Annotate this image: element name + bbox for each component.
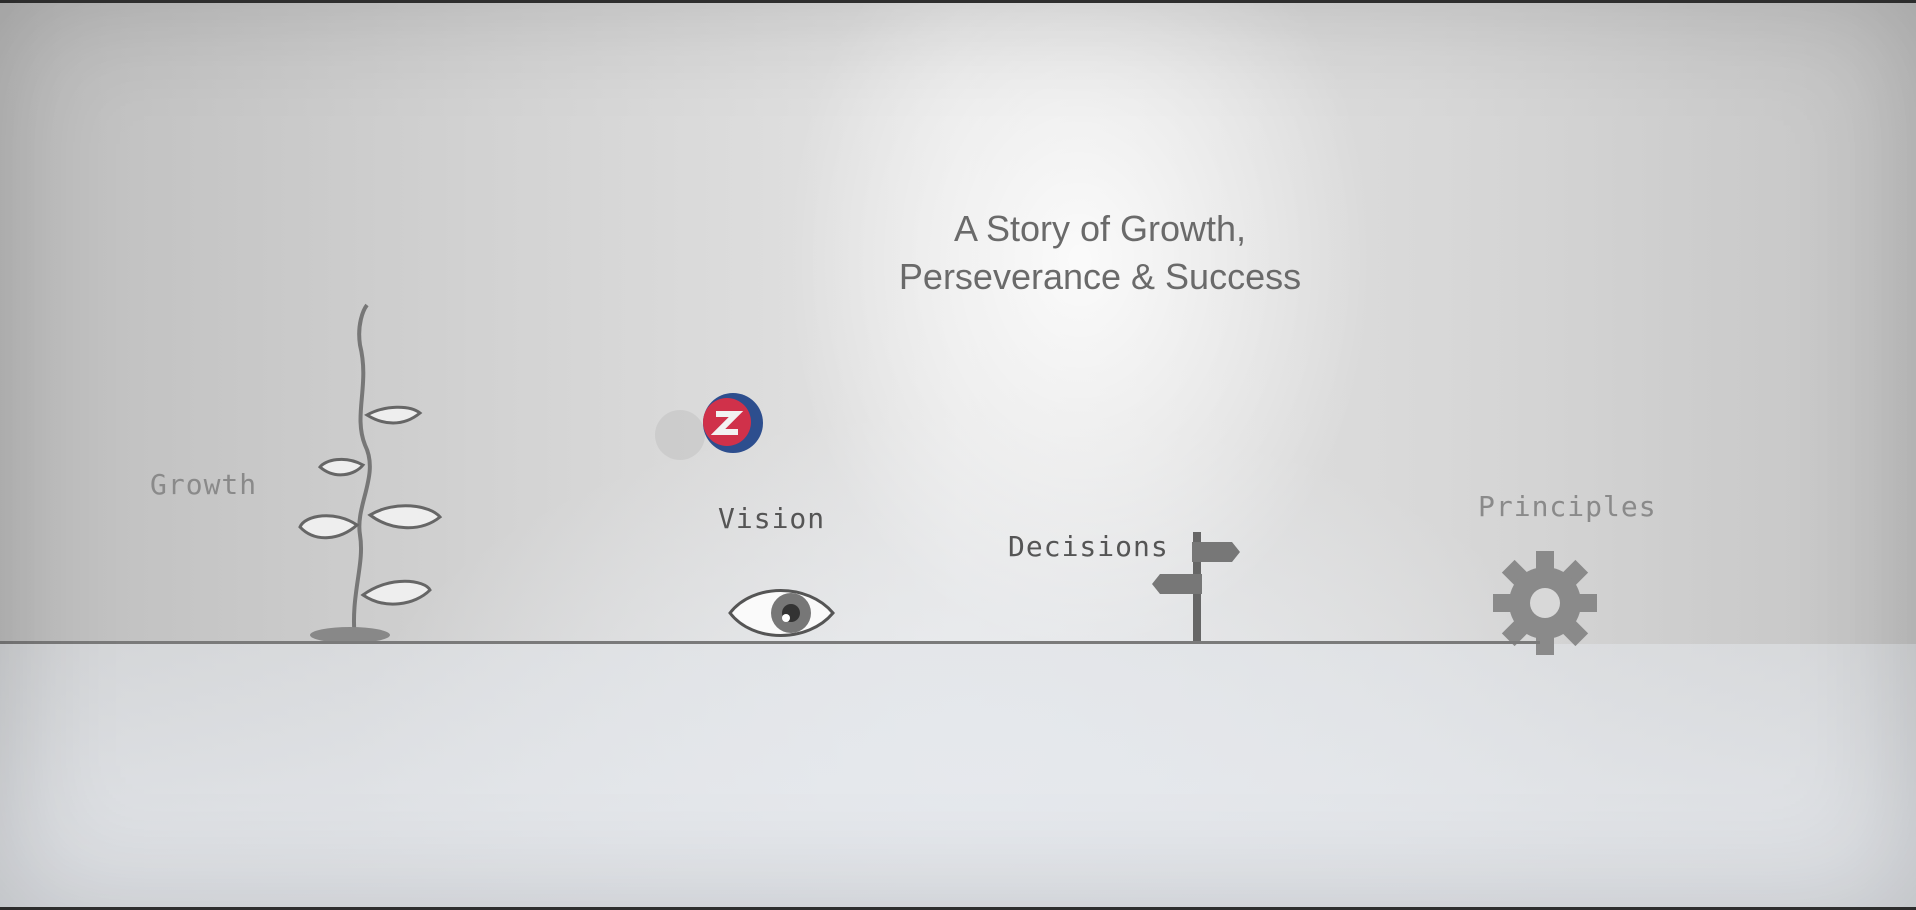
gear-icon — [1493, 551, 1597, 655]
title-line-1: A Story of Growth, — [953, 208, 1247, 249]
timeline-ground-line — [0, 641, 1540, 644]
label-principles: Principles — [1478, 490, 1657, 523]
signpost-icon — [1152, 532, 1240, 644]
bottom-border — [0, 907, 1916, 910]
label-vision: Vision — [718, 502, 826, 535]
title-line-2: Perseverance & Success — [898, 256, 1302, 297]
floor — [0, 644, 1916, 910]
eye-icon — [728, 589, 835, 637]
label-growth: Growth — [150, 468, 258, 501]
scene-title: A Story of Growth, Perseverance & Succes… — [840, 205, 1360, 301]
logo-ball-icon — [655, 393, 763, 460]
label-decisions: Decisions — [1008, 530, 1169, 563]
plant-icon — [298, 303, 443, 643]
top-border — [0, 0, 1916, 3]
